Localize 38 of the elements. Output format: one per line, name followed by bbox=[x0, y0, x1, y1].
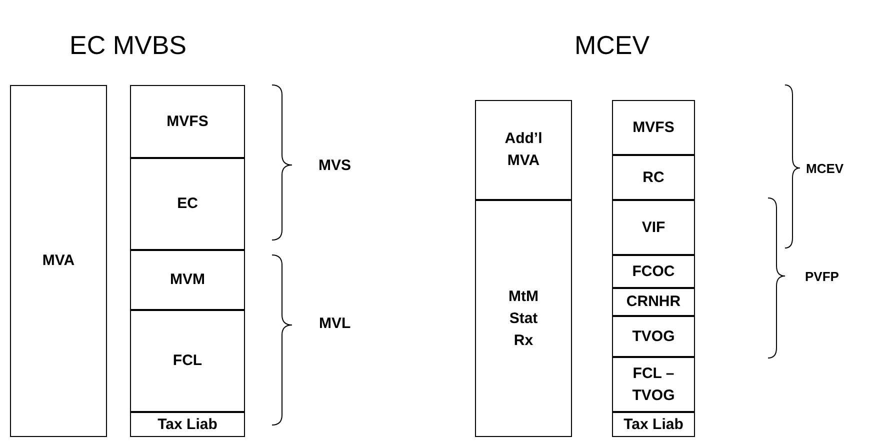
stack-box bbox=[130, 158, 245, 250]
box-label: TVOG bbox=[632, 326, 675, 346]
stack-box bbox=[612, 412, 695, 437]
stack-box bbox=[612, 255, 695, 288]
box-label: Tax Liab bbox=[624, 414, 684, 434]
stack-box bbox=[612, 100, 695, 155]
stack-box bbox=[130, 85, 245, 158]
box-label: MVM bbox=[170, 270, 205, 290]
box-label: MVFS bbox=[166, 112, 208, 132]
column-title: MCEV bbox=[574, 30, 650, 60]
box-label: RC bbox=[642, 168, 664, 188]
box-label: MVFS bbox=[632, 118, 674, 138]
stack-box bbox=[130, 310, 245, 412]
stack-box bbox=[612, 288, 695, 316]
box-label: MtM Stat Rx bbox=[508, 286, 540, 350]
box-label: FCL – TVOG bbox=[631, 364, 676, 406]
box-label: FCOC bbox=[632, 262, 675, 282]
stack-box bbox=[130, 412, 245, 437]
brace-label: MVL bbox=[319, 314, 351, 332]
box-label: Add’l MVA bbox=[504, 129, 544, 171]
stack-box bbox=[612, 200, 695, 255]
stack-box bbox=[612, 155, 695, 200]
box-label: VIF bbox=[642, 218, 666, 238]
stack-box bbox=[130, 250, 245, 310]
column-title: EC MVBS bbox=[70, 30, 187, 60]
stack-box bbox=[612, 316, 695, 357]
box-label: MVA bbox=[42, 251, 75, 271]
stack-box bbox=[475, 100, 572, 200]
brace-label: PVFP bbox=[805, 268, 839, 284]
box-label: EC bbox=[177, 194, 198, 214]
brace-label: MCEV bbox=[806, 160, 844, 176]
box-label: Tax Liab bbox=[158, 414, 218, 434]
box-label: FCL bbox=[172, 351, 202, 371]
brace-label: MVS bbox=[318, 156, 352, 174]
stack-box bbox=[612, 357, 695, 412]
stack-box bbox=[10, 85, 107, 437]
stack-box bbox=[475, 200, 572, 437]
box-label: CRNHR bbox=[626, 292, 681, 312]
